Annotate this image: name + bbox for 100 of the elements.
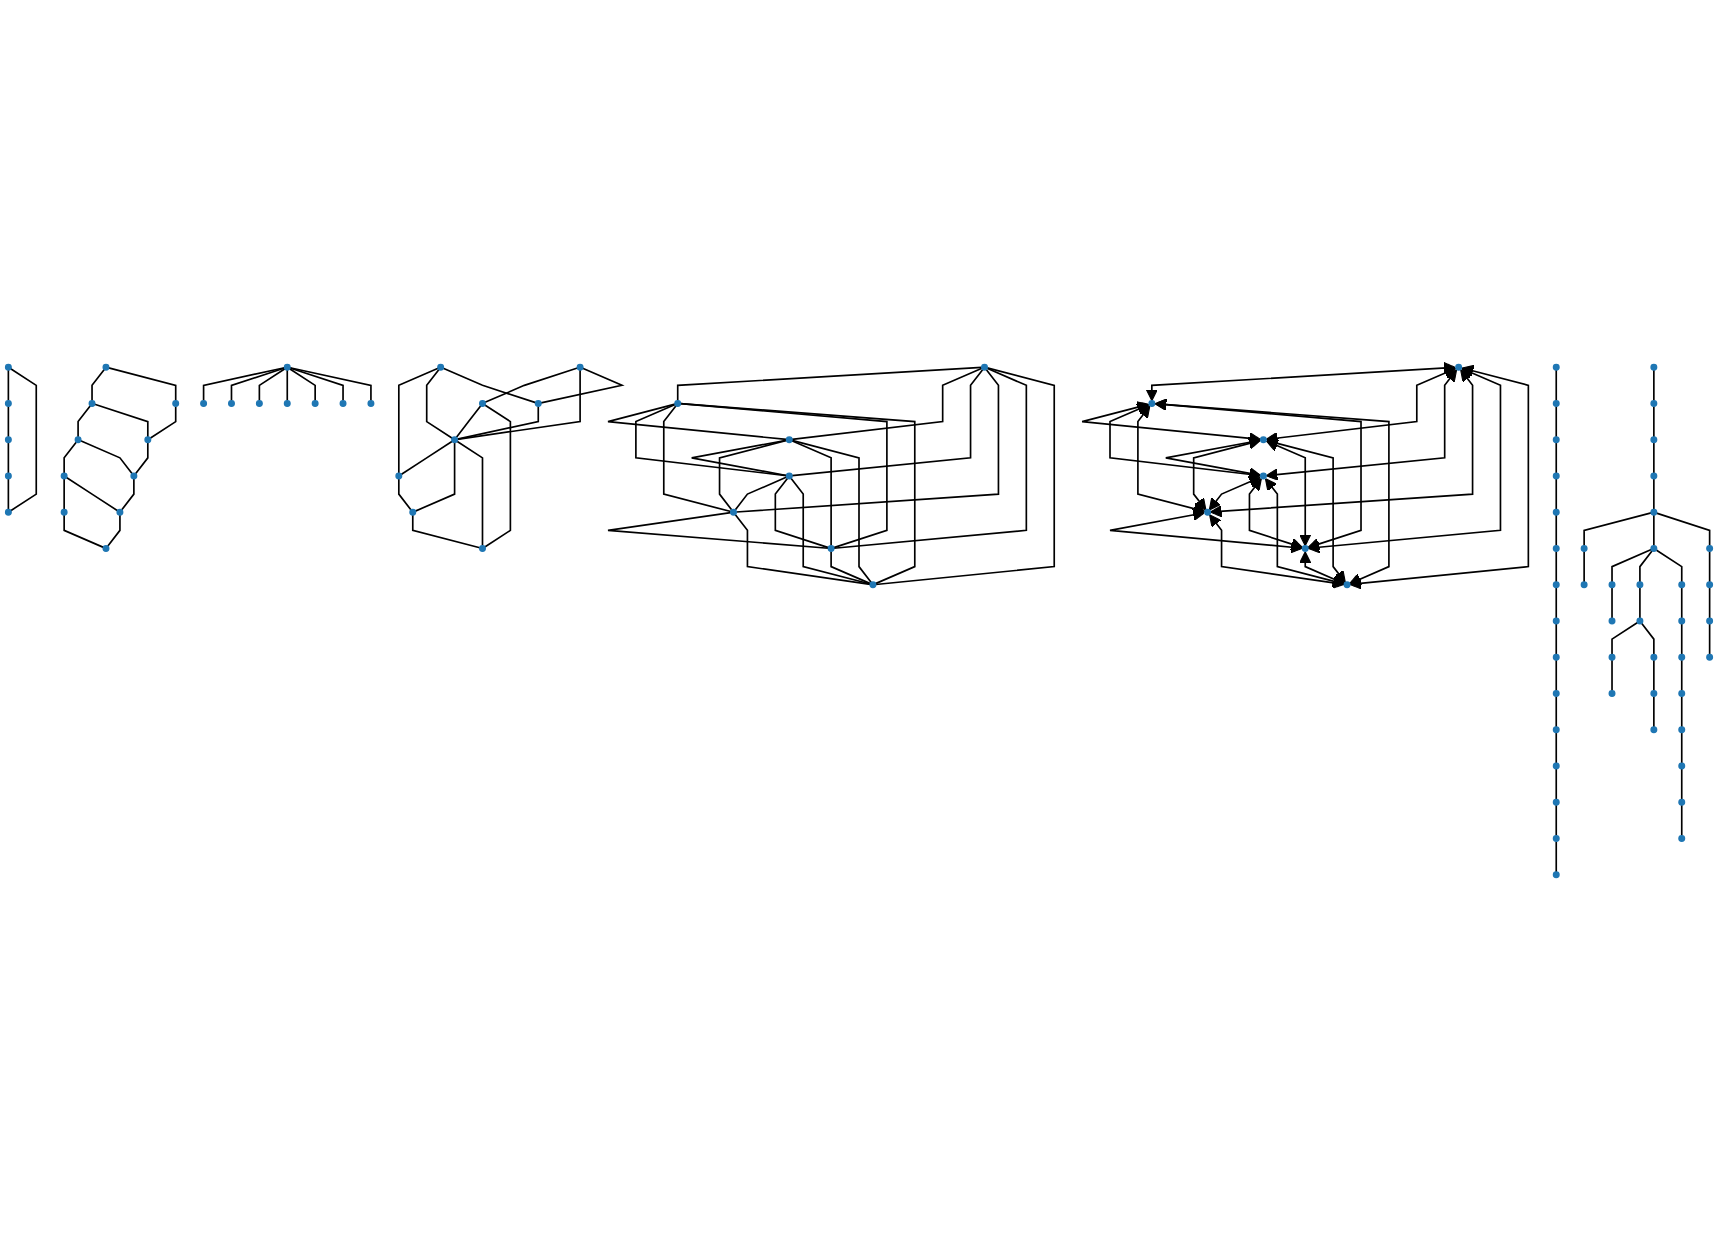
node-circle [4,399,12,407]
connector [830,550,872,585]
node-circle [1636,617,1644,625]
connector [1583,550,1585,583]
node-circle [4,472,12,480]
connector [484,404,512,548]
node-circle [311,399,319,407]
node-circle [283,399,291,407]
connector [1639,549,1653,583]
node-circle [785,472,793,480]
node-circle [1706,617,1714,625]
connector [1555,550,1558,583]
node-circle [395,472,403,480]
connector [289,366,372,402]
connector [874,367,1056,586]
node-circle [102,545,110,552]
arrow [1265,369,1458,481]
node-circle [1552,363,1560,371]
connector [65,476,119,512]
connector [1653,441,1655,475]
connector [7,405,10,438]
arrow [1109,403,1262,481]
connector [107,367,177,402]
node-circle [1608,617,1616,625]
connector [1611,659,1613,692]
connector [9,367,38,512]
node-circle [1706,581,1714,589]
arrow [1208,476,1261,511]
node-circle [228,399,235,407]
node-circle [1650,472,1658,480]
node-circle [1650,436,1658,444]
node-circle [1552,399,1560,407]
connector [93,403,149,438]
node-circle [1580,581,1588,589]
node-circle [1259,436,1267,444]
connector [791,368,984,477]
connector [540,367,625,404]
connector [289,367,344,402]
connector [1640,622,1655,656]
node-circle [1552,581,1560,589]
arrow [1081,401,1262,445]
node-circle [1706,653,1714,661]
node-circle [1678,726,1686,734]
connector [442,367,537,404]
connector [1555,840,1558,873]
node-circle [1650,508,1658,516]
connector [1653,514,1655,547]
node-circle [60,508,68,516]
node-circle [1552,762,1560,770]
connector [1555,369,1558,402]
node-circle [1608,690,1616,697]
connector [1555,477,1558,511]
connector [425,368,454,440]
node-circle [1678,690,1686,697]
node-circle [1204,508,1212,516]
connector [791,439,873,584]
connector [1555,622,1558,656]
node-circle [88,399,96,407]
node-circle [1678,617,1686,625]
connector [1611,586,1613,620]
connector [676,366,983,402]
node-circle [1552,835,1560,843]
connector [1555,514,1558,547]
node-circle [1552,726,1560,734]
node-circle [1678,581,1686,589]
node-circle [534,399,542,407]
connector [1555,441,1558,475]
connector [411,514,481,549]
node-circle [1301,545,1309,552]
connector [1653,369,1655,402]
node-circle [1552,690,1560,697]
node-circle [827,545,835,552]
connector [149,405,177,440]
node-circle [576,363,584,371]
node-circle [74,436,82,444]
connector [1555,731,1558,765]
connector [63,477,65,511]
connector [1680,804,1683,837]
node-circle [367,399,375,407]
connector [735,368,1000,513]
connector [7,441,10,475]
connector [456,405,540,440]
connector [791,367,983,441]
node-circle [1148,399,1156,407]
connector [1680,586,1683,620]
connector [1555,659,1558,692]
node-circle [283,363,291,371]
connector [286,369,289,402]
connector [1555,695,1558,728]
arrow [1154,398,1390,585]
arrow [1264,478,1345,588]
node-circle [1552,617,1560,625]
connector [662,404,732,513]
node-circle [479,545,486,552]
node-circle [1650,363,1658,371]
node-circle [451,436,459,444]
arrow [1349,364,1530,590]
node-circle [102,363,110,371]
node-circle [1650,653,1658,661]
connector [1611,548,1653,583]
